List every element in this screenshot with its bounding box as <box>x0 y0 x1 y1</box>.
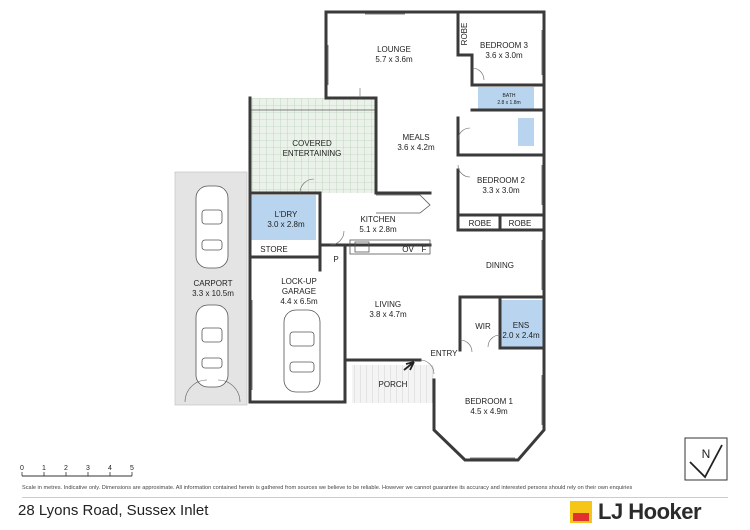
ens-dims: 2.0 x 2.4m <box>502 331 540 340</box>
bedroom1-name: BEDROOM 1 <box>465 397 514 406</box>
laundry-name: L'DRY <box>275 210 298 219</box>
carport-dims: 3.3 x 10.5m <box>192 289 234 298</box>
covered-name-1: COVERED <box>292 139 332 148</box>
property-address: 28 Lyons Road, Sussex Inlet <box>18 502 209 519</box>
kitchen-dims: 5.1 x 2.8m <box>359 225 397 234</box>
oven-name: OV <box>402 245 414 254</box>
living-name: LIVING <box>375 300 401 309</box>
bedroom3-name: BEDROOM 3 <box>480 41 529 50</box>
porch-area <box>352 365 434 403</box>
laundry-dims: 3.0 x 2.8m <box>267 220 305 229</box>
dining-name: DINING <box>486 261 514 270</box>
bedroom2-name: BEDROOM 2 <box>477 176 526 185</box>
garage-car <box>283 309 321 393</box>
carport-car <box>195 185 229 269</box>
pantry-name: P <box>333 255 338 264</box>
bath-area <box>478 87 534 109</box>
living-dims: 3.8 x 4.7m <box>369 310 407 319</box>
brand-name: LJ Hooker <box>598 499 702 524</box>
bath-fixtures <box>518 118 534 146</box>
scale-tick-0: 0 <box>20 465 24 472</box>
lounge-dims: 5.7 x 3.6m <box>375 55 413 64</box>
meals-dims: 3.6 x 4.2m <box>397 143 435 152</box>
garage-name-1: LOCK-UP <box>281 277 317 286</box>
covered-entertaining-area <box>250 98 376 193</box>
robe-mid2-name: ROBE <box>509 219 532 228</box>
bedroom1-dims: 4.5 x 4.9m <box>470 407 508 416</box>
walls <box>248 10 546 462</box>
scale-tick-1: 1 <box>42 465 46 472</box>
carport-gate <box>184 379 241 403</box>
kitchen-name: KITCHEN <box>360 215 395 224</box>
bath-dims: 2.8 x 1.8m <box>497 100 520 106</box>
wir-name: WIR <box>475 322 491 331</box>
carport-name: CARPORT <box>194 279 233 288</box>
windows <box>251 13 543 459</box>
ensuite-area <box>500 300 544 348</box>
bedroom3-dims: 3.6 x 3.0m <box>485 51 523 60</box>
ens-name: ENS <box>513 321 529 330</box>
doors <box>299 67 501 375</box>
carport-car-2 <box>195 304 229 388</box>
kitchen-bench <box>349 194 431 255</box>
covered-name-2: ENTERTAINING <box>283 149 342 158</box>
scale-tick-2: 2 <box>64 465 68 472</box>
scale-tick-4: 4 <box>108 465 112 472</box>
fridge-name: F <box>422 245 427 254</box>
footer-divider <box>22 497 728 498</box>
lounge-name: LOUNGE <box>377 45 411 54</box>
scale-tick-5: 5 <box>130 465 134 472</box>
compass-label: N <box>702 447 711 461</box>
entry-name: ENTRY <box>431 349 459 358</box>
brand-logo: LJ Hooker <box>570 498 702 526</box>
scale-bar: 0 1 2 3 4 5 <box>20 465 134 477</box>
entry-arrow <box>403 361 415 371</box>
garage-name-2: GARAGE <box>282 287 316 296</box>
brand-mark-icon <box>570 501 592 523</box>
north-compass: N <box>684 437 728 481</box>
robe-mid1-name: ROBE <box>469 219 492 228</box>
bath-name: BATH <box>503 93 516 99</box>
bedroom2-dims: 3.3 x 3.0m <box>482 186 520 195</box>
garage-dims: 4.4 x 6.5m <box>280 297 318 306</box>
scale-tick-3: 3 <box>86 465 90 472</box>
porch-name: PORCH <box>379 380 408 389</box>
disclaimer-text: Scale in metres. Indicative only. Dimens… <box>22 485 633 491</box>
store-name: STORE <box>260 245 287 254</box>
meals-name: MEALS <box>402 133 429 142</box>
laundry-area <box>251 195 316 240</box>
robe-top-name: ROBE <box>460 23 469 46</box>
